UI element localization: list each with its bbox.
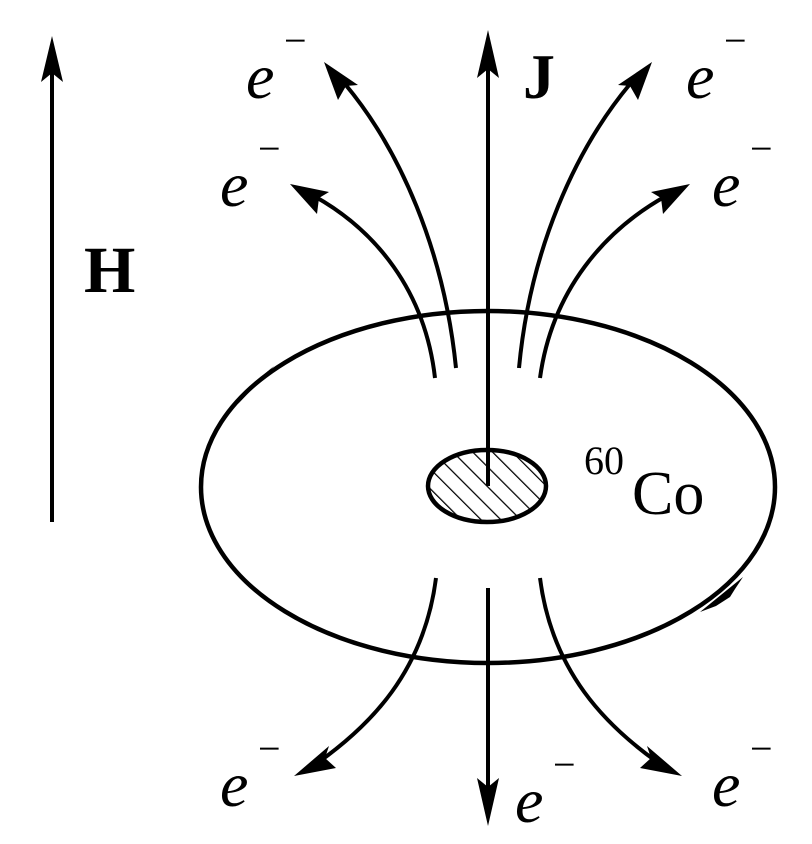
electron-arrowhead-upper-left-inner bbox=[290, 184, 329, 214]
electron-charge: − bbox=[258, 726, 281, 771]
electron-symbol: e bbox=[220, 149, 248, 220]
electron-label-mid-right: e − bbox=[712, 126, 773, 220]
electron-charge: − bbox=[284, 18, 307, 63]
spin-label: J bbox=[523, 41, 555, 112]
current-direction-arrow-left bbox=[238, 366, 274, 404]
electron-charge: − bbox=[750, 126, 773, 171]
electron-charge: − bbox=[724, 18, 747, 63]
field-label: H bbox=[84, 234, 135, 307]
electron-track-upper-right-inner bbox=[538, 194, 667, 379]
electron-symbol: e bbox=[712, 149, 740, 220]
isotope-mass-number: 60 bbox=[584, 438, 624, 483]
electron-track-upper-right-outer bbox=[517, 82, 632, 369]
electron-symbol: e bbox=[686, 41, 714, 112]
electron-symbol: e bbox=[515, 765, 543, 836]
electron-charge: − bbox=[750, 726, 773, 771]
electron-arrowhead-upper-right-inner bbox=[651, 184, 690, 214]
current-direction-arrow-right bbox=[700, 577, 743, 612]
electron-track-lower-right bbox=[538, 577, 662, 766]
electron-label-top-left: e − bbox=[246, 18, 307, 112]
electron-label-bottom-center: e − bbox=[515, 742, 576, 836]
electron-arrowhead-upper-left-outer bbox=[324, 62, 358, 100]
isotope-symbol: Co bbox=[632, 460, 704, 528]
electron-track-upper-left-inner bbox=[313, 194, 437, 379]
electron-symbol: e bbox=[220, 749, 248, 820]
electron-symbol: e bbox=[246, 41, 274, 112]
spin-arrow bbox=[477, 30, 499, 486]
electron-label-bottom-right: e − bbox=[712, 726, 773, 820]
electron-track-lower-left bbox=[314, 577, 438, 766]
electron-charge: − bbox=[553, 742, 576, 787]
electron-label-mid-left: e − bbox=[220, 126, 281, 220]
electron-label-bottom-left: e − bbox=[220, 726, 281, 820]
electron-arrowhead-lower-left bbox=[294, 746, 336, 776]
electron-arrowhead-lower-right bbox=[640, 746, 682, 776]
field-arrow bbox=[41, 36, 63, 522]
electron-charge: − bbox=[258, 126, 281, 171]
electron-track-upper-left-outer bbox=[343, 82, 458, 369]
electron-arrowhead-upper-right-outer bbox=[618, 62, 652, 100]
isotope-label: 60 Co bbox=[584, 438, 704, 528]
electron-arrowhead-lower-center bbox=[477, 778, 499, 826]
electron-label-top-right: e − bbox=[686, 18, 747, 112]
electron-symbol: e bbox=[712, 749, 740, 820]
